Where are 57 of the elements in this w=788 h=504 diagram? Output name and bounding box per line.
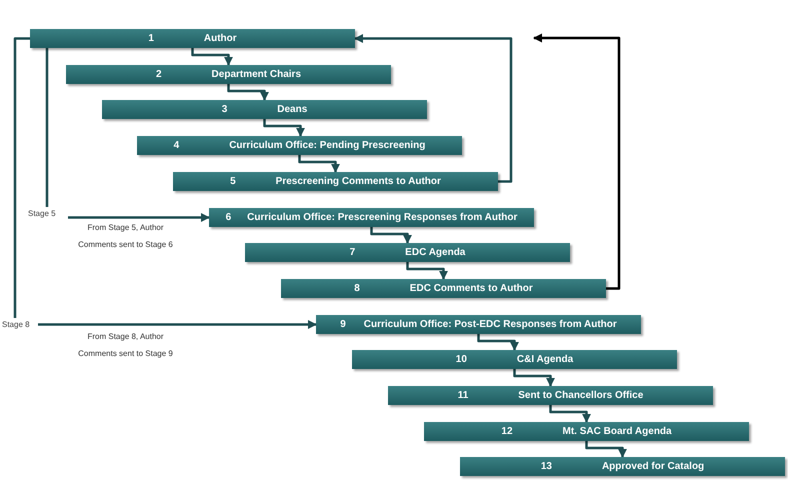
arrow [549, 405, 591, 423]
step-label: Mt. SAC Board Agenda [562, 425, 672, 439]
step-bar [460, 457, 785, 476]
arrow [298, 155, 340, 173]
arrow [406, 262, 448, 280]
step-label: Prescreening Comments to Author [276, 175, 441, 189]
step-number: 13 [540, 460, 552, 474]
step-bar [424, 422, 749, 441]
arrow [513, 369, 555, 387]
step-label: Sent to Chancellors Office [518, 389, 644, 403]
step-number: 4 [174, 139, 180, 153]
note-text: From Stage 8, Author Comments sent to Stage 9 [77, 331, 174, 360]
step-number: 11 [458, 389, 468, 403]
step-bar [30, 29, 355, 48]
arrow [263, 119, 305, 137]
step-label: Department Chairs [212, 68, 302, 82]
step-label: Curriculum Office: Pending Prescreening [229, 139, 426, 153]
step-number: 5 [230, 175, 236, 189]
arrow [68, 213, 210, 222]
arrow [191, 48, 233, 66]
step-bar [281, 279, 606, 298]
step-bar [245, 243, 570, 262]
arrow [38, 320, 317, 329]
step-number: 9 [340, 318, 346, 332]
step-number: 6 [226, 211, 232, 225]
arrow [370, 227, 412, 244]
step-label: Curriculum Office: Prescreening Responses from Author [247, 211, 518, 225]
step-bar [316, 315, 641, 334]
step-label: Author [204, 32, 237, 46]
step-number: 8 [354, 282, 360, 296]
step-number: 3 [222, 103, 228, 117]
stage-label: Stage 5 [28, 207, 56, 220]
note-text: From Stage 5, Author Comments sent to Stage 6 [77, 222, 174, 251]
step-label: Deans [277, 103, 308, 117]
arrow [585, 441, 627, 458]
arrow [227, 84, 269, 101]
step-label: C&I Agenda [516, 353, 574, 367]
step-number: 2 [156, 68, 162, 82]
step-number: 10 [456, 353, 467, 367]
step-label: EDC Agenda [405, 246, 466, 260]
step-label: Curriculum Office: Post-EDC Responses from Author [364, 318, 617, 332]
step-bar [388, 386, 713, 405]
step-number: 1 [148, 32, 154, 46]
step-label: Approved for Catalog [602, 460, 704, 474]
step-bar [66, 65, 391, 84]
arrow [477, 334, 519, 351]
stage-label: Stage 8 [2, 318, 30, 331]
arrow [354, 34, 512, 183]
step-bar [137, 136, 462, 155]
step-number: 12 [501, 425, 513, 439]
step-bar [102, 100, 427, 119]
arrow [533, 34, 620, 290]
step-bar [173, 172, 498, 191]
step-bar [352, 350, 677, 369]
step-number: 7 [350, 246, 356, 260]
step-bar [209, 208, 534, 227]
step-label: EDC Comments to Author [410, 282, 533, 296]
